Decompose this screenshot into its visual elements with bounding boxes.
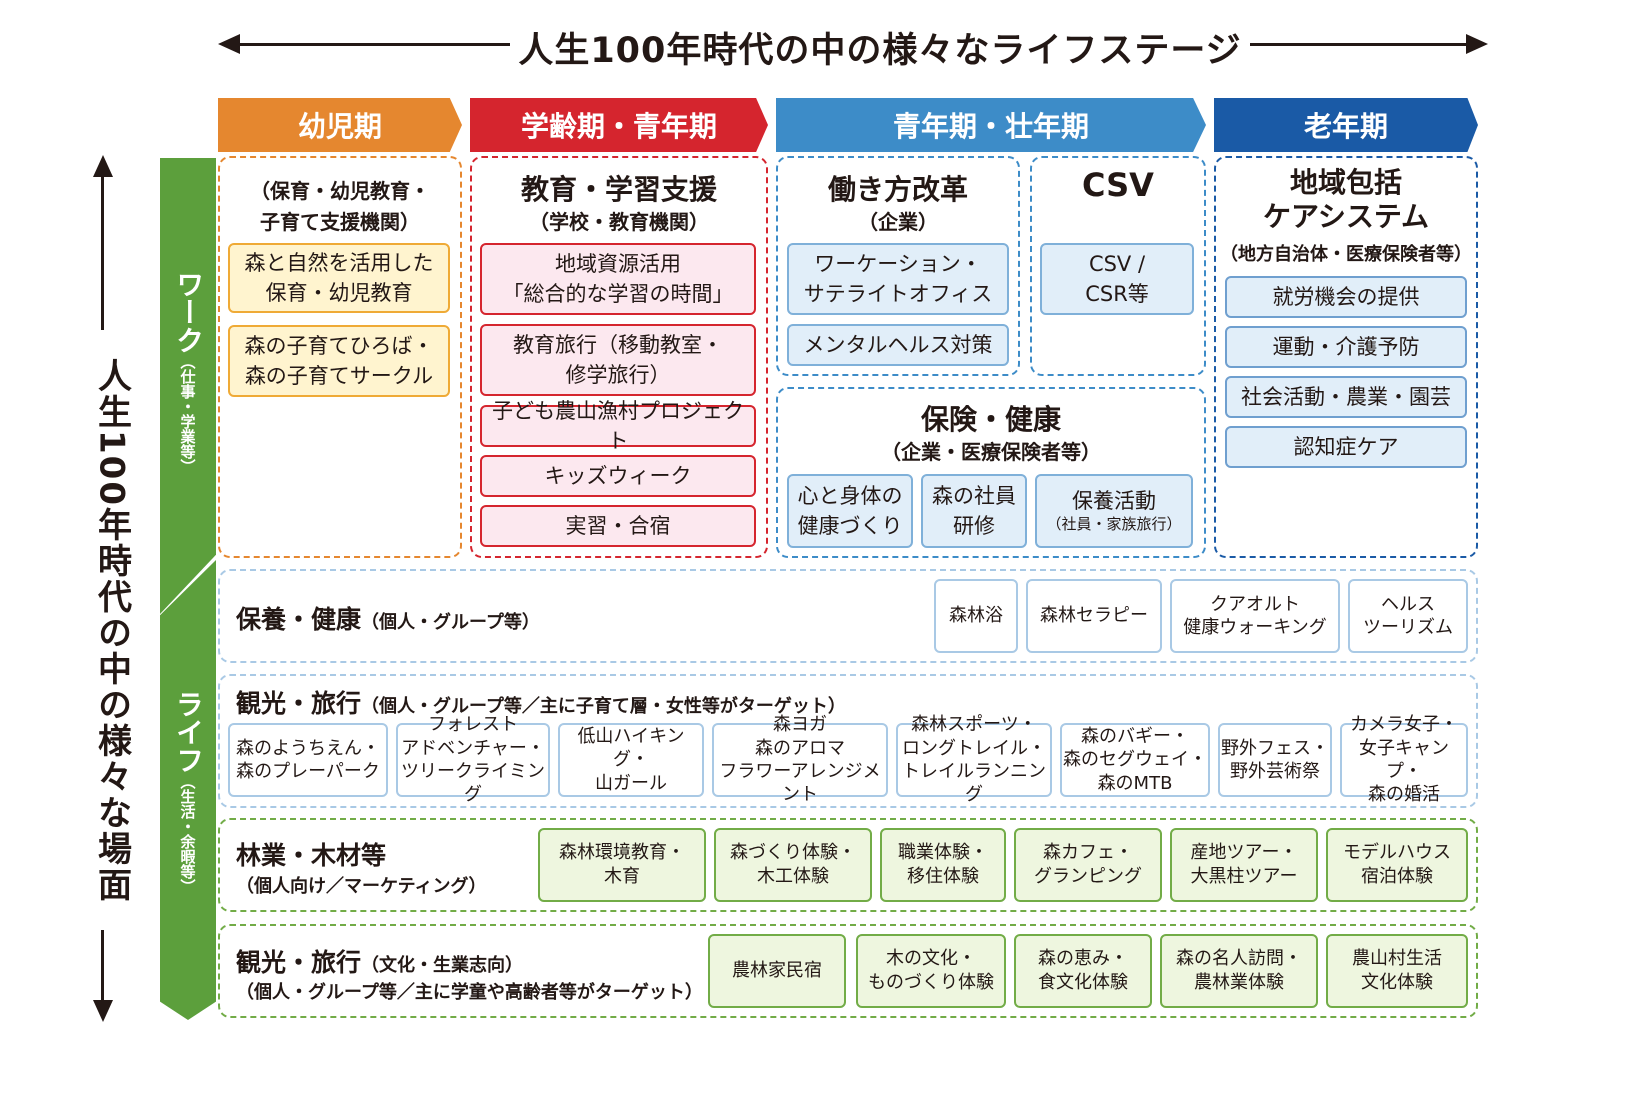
elder-title: 地域包括 ケアシステム xyxy=(1262,166,1430,233)
workstyle-title: 働き方改革 xyxy=(827,173,968,206)
csv-section xyxy=(1030,156,1206,376)
life-row-culture-item: 森の恵み・ 食文化体験 xyxy=(1014,934,1152,1008)
infant-section xyxy=(218,156,462,558)
elder-subtitle: （地方自治体・医療保険者等） xyxy=(1220,244,1472,265)
life-row-health-item: クアオルト 健康ウォーキング xyxy=(1170,579,1340,653)
insurance-section xyxy=(776,387,1206,558)
infant-item: 森の子育てひろば・ 森の子育てサークル xyxy=(228,325,450,397)
infant-header: （保育・幼児教育・ 子育て支援機関） xyxy=(250,179,430,234)
csv-title: CSV xyxy=(1082,166,1154,204)
school-item: 実習・合宿 xyxy=(480,505,756,547)
life-row-tourism-item: 野外フェス・ 野外芸術祭 xyxy=(1218,723,1332,797)
life-row-culture-item: 農林家民宿 xyxy=(708,934,846,1008)
insurance-subtitle: （企業・医療保険者等） xyxy=(881,440,1101,464)
top-arrow-line-right xyxy=(1245,43,1475,46)
life-row-culture-subtitle: （個人・グループ等／主に学童や高齢者等がターゲット） xyxy=(236,982,703,1003)
left-arrowhead xyxy=(218,34,240,54)
life-row-forestry-item: 森づくり体験・ 木工体験 xyxy=(714,828,872,902)
infant-item: 森と自然を活用した 保育・幼児教育 xyxy=(228,243,450,313)
side-arrow-line-bottom xyxy=(101,915,104,1007)
stage-school-youth: 学齢期・青年期 xyxy=(470,98,768,152)
life-label: ライフ（生活・余暇等） xyxy=(172,690,205,894)
life-row-tourism-item: 森ヨガ 森のアロマ フラワーアレンジメント xyxy=(712,714,888,805)
insurance-item-main: 保養活動 xyxy=(1072,488,1156,513)
life-row-health-item: ヘルス ツーリズム xyxy=(1348,579,1468,653)
insurance-item: 心と身体の 健康づくり xyxy=(787,474,913,548)
life-row-tourism-item: フォレスト アドベンチャー・ ツリークライミング xyxy=(396,714,550,805)
life-row-culture-title: 観光・旅行（文化・生業志向） xyxy=(236,948,524,977)
life-row-forestry-subtitle: （個人向け／マーケティング） xyxy=(236,876,487,897)
life-row-health-item: 森林浴 xyxy=(934,579,1018,653)
life-row-culture-item: 木の文化・ ものづくり体験 xyxy=(856,934,1006,1008)
top-title: 人生100年時代の中の様々なライフステージ xyxy=(510,22,1250,73)
life-row-tourism-item: カメラ女子・ 女子キャンプ・ 森の婚活 xyxy=(1340,714,1468,805)
stage-infant: 幼児期 xyxy=(218,98,462,152)
elder-item: 運動・介護予防 xyxy=(1225,326,1467,368)
insurance-item: 森の社員 研修 xyxy=(921,474,1027,548)
life-row-tourism-title: 観光・旅行（個人・グループ等／主に子育て層・女性等がターゲット） xyxy=(236,689,846,718)
work-bar: ワーク（仕事・学業等） xyxy=(160,158,216,614)
life-row-health-title: 保養・健康（個人・グループ等） xyxy=(236,605,540,634)
life-row-forestry-item: 森カフェ・ グランピング xyxy=(1014,828,1162,902)
life-row-tourism-item: 低山ハイキング・ 山ガール xyxy=(558,723,704,797)
right-arrowhead xyxy=(1466,34,1488,54)
school-item: 子ども農山漁村プロジェクト xyxy=(480,399,756,453)
life-row-forestry xyxy=(218,818,1478,912)
insurance-item-retreat: 保養活動 （社員・家族旅行） xyxy=(1035,474,1193,548)
side-arrow-line-top xyxy=(101,172,104,342)
life-row-health-item: 森林セラピー xyxy=(1026,579,1162,653)
life-row-health xyxy=(218,569,1478,663)
life-row-forestry-item: モデルハウス 宿泊体験 xyxy=(1326,828,1468,902)
down-arrowhead xyxy=(93,1000,113,1022)
elder-item: 認知症ケア xyxy=(1225,426,1467,468)
insurance-title: 保険・健康 xyxy=(920,403,1061,436)
workstyle-subtitle: （企業） xyxy=(858,210,938,234)
life-row-forestry-item: 産地ツアー・ 大黒柱ツアー xyxy=(1170,828,1318,902)
life-row-forestry-item: 森林環境教育・ 木育 xyxy=(538,828,706,902)
life-row-culture-item: 農山村生活 文化体験 xyxy=(1326,934,1468,1008)
life-row-tourism xyxy=(218,674,1478,808)
workstyle-item: ワーケーション・ サテライトオフィス xyxy=(787,243,1009,315)
life-row-culture-item: 森の名人訪問・ 農林業体験 xyxy=(1160,934,1318,1008)
life-row-forestry-title: 林業・木材等 xyxy=(236,841,387,870)
elder-section xyxy=(1214,156,1478,558)
stage-youth-adult: 青年期・壮年期 xyxy=(776,98,1206,152)
up-arrowhead xyxy=(93,155,113,177)
life-row-tourism-item: 森林スポーツ・ ロングトレイル・ トレイルランニング xyxy=(896,714,1052,805)
workstyle-item: メンタルヘルス対策 xyxy=(787,324,1009,366)
elder-item: 就労機会の提供 xyxy=(1225,276,1467,318)
side-title: 人生100年時代の中の様々な場面 xyxy=(82,330,142,930)
school-item: キッズウィーク xyxy=(480,455,756,497)
school-item: 地域資源活用 「総合的な学習の時間」 xyxy=(480,243,756,315)
school-title: 教育・学習支援 xyxy=(520,173,717,206)
csv-item: CSV / CSR等 xyxy=(1040,243,1194,315)
life-row-culture xyxy=(218,924,1478,1018)
work-label: ワーク（仕事・学業等） xyxy=(172,270,205,474)
workstyle-section xyxy=(776,156,1020,376)
insurance-item-small: （社員・家族旅行） xyxy=(1046,514,1182,533)
life-bar: ライフ（生活・余暇等） xyxy=(160,560,216,1020)
school-subtitle: （学校・教育機関） xyxy=(529,210,709,234)
elder-item: 社会活動・農業・園芸 xyxy=(1225,376,1467,418)
school-section xyxy=(470,156,768,558)
top-arrow-line-left xyxy=(236,43,516,46)
stage-elder: 老年期 xyxy=(1214,98,1478,152)
life-row-tourism-item: 森のようちえん・ 森のプレーパーク xyxy=(228,723,388,797)
life-row-forestry-item: 職業体験・ 移住体験 xyxy=(880,828,1006,902)
life-row-tourism-item: 森のバギー・ 森のセグウェイ・ 森のMTB xyxy=(1060,723,1210,797)
school-item: 教育旅行（移動教室・ 修学旅行） xyxy=(480,324,756,396)
